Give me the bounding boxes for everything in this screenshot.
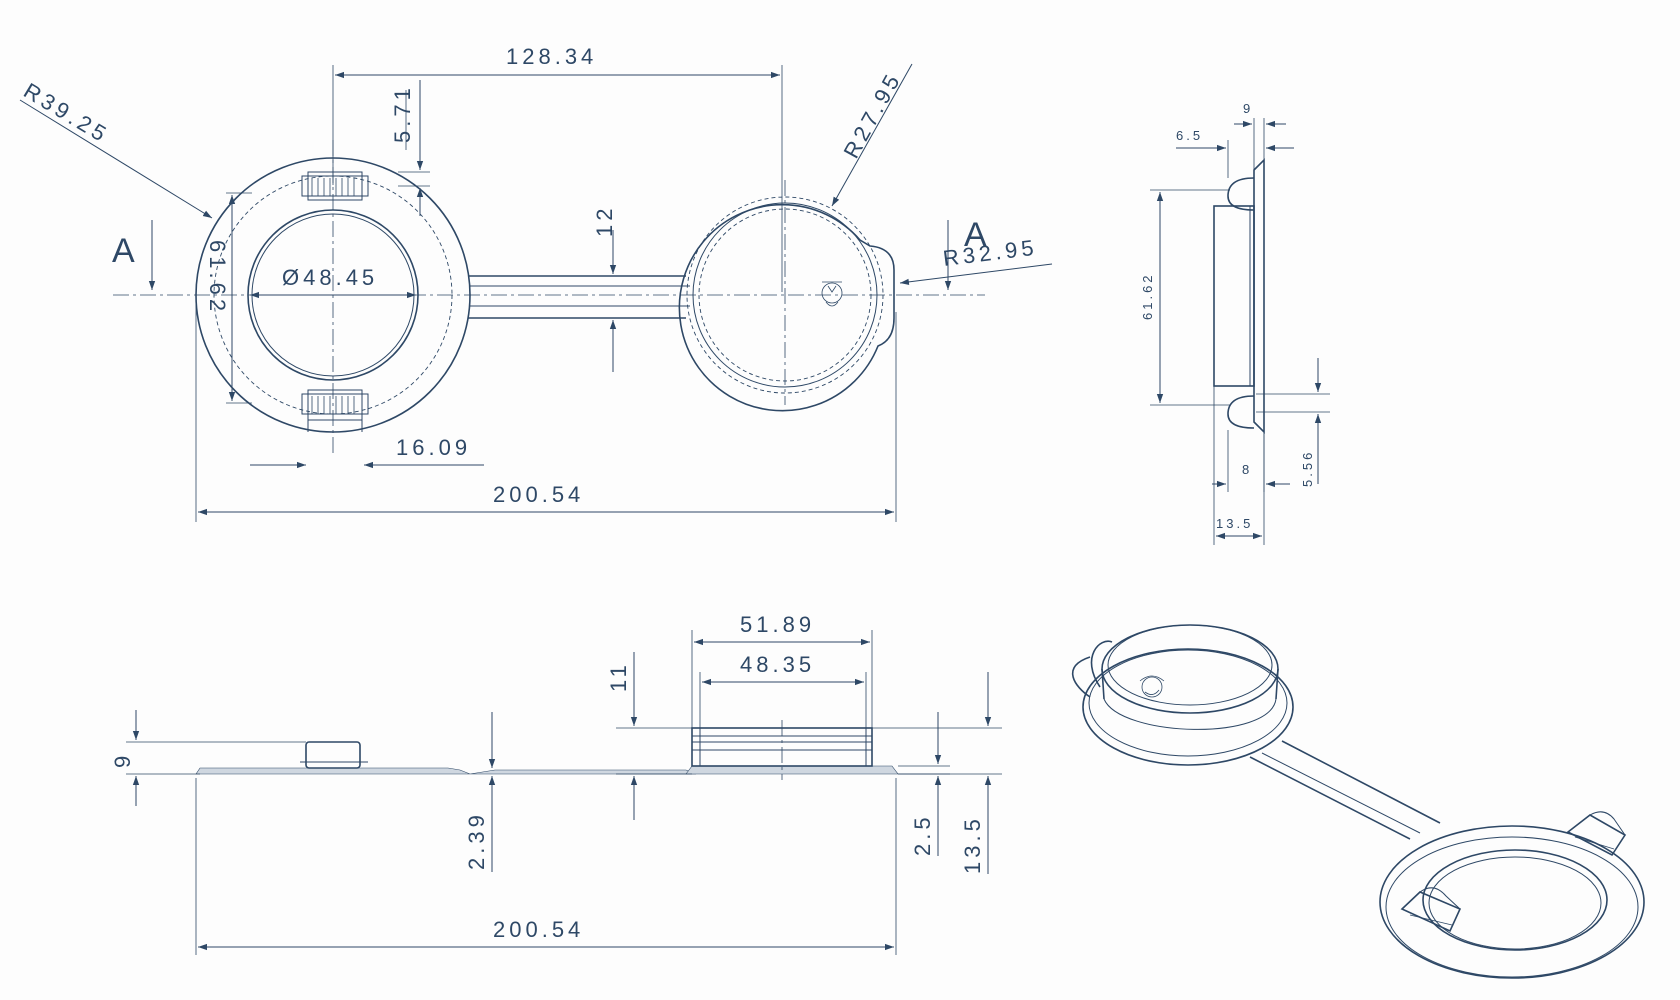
top-clip bbox=[301, 171, 369, 201]
dim-radius-left: R39.25 bbox=[19, 78, 113, 148]
iso-clip-1 bbox=[1566, 811, 1627, 857]
dim-center-distance: 128.34 bbox=[506, 44, 597, 69]
dim-ring-height: 61.62 bbox=[205, 240, 230, 315]
dim-bore-diameter: Ø48.45 bbox=[282, 265, 378, 290]
dim-total-height: 13.5 bbox=[960, 815, 985, 874]
dim-strap-thickness: 2.39 bbox=[464, 811, 489, 870]
section-mark-left: A bbox=[112, 232, 135, 270]
dim-clip-height: 9 bbox=[110, 752, 135, 768]
side-body bbox=[1213, 205, 1255, 387]
side-dim-9: 9 bbox=[1243, 101, 1253, 116]
side-dim-5-56: 5.56 bbox=[1300, 450, 1315, 487]
logo-mark bbox=[821, 281, 843, 307]
strap bbox=[468, 275, 690, 319]
iso-logo bbox=[1139, 675, 1165, 698]
section-mark-right: A bbox=[964, 216, 987, 254]
front-view: 51.89 48.35 9 2.39 11 2.5 13.5 bbox=[110, 612, 1002, 955]
side-clip-bottom bbox=[1227, 395, 1255, 429]
front-left-plate bbox=[195, 767, 471, 775]
cap bbox=[678, 196, 895, 412]
dim-front-overall-length: 200.54 bbox=[493, 917, 584, 942]
side-flange bbox=[1253, 158, 1265, 434]
dim-overall-length: 200.54 bbox=[493, 482, 584, 507]
dim-cap-inner: 48.35 bbox=[740, 652, 815, 677]
side-dim-61-62: 61.62 bbox=[1140, 272, 1155, 320]
side-view: 9 6.5 61.62 5.56 8 13.5 bbox=[1140, 101, 1330, 545]
iso-clip-2 bbox=[1400, 887, 1462, 933]
front-strap bbox=[469, 769, 697, 775]
dim-flange-thickness: 2.5 bbox=[910, 813, 935, 856]
side-dim-6-5: 6.5 bbox=[1176, 128, 1203, 143]
bottom-clip bbox=[301, 389, 369, 432]
dim-radius-tab: R32.95 bbox=[942, 235, 1039, 271]
side-clip-top bbox=[1227, 177, 1255, 211]
iso-strap bbox=[1249, 740, 1441, 840]
front-clip bbox=[305, 741, 361, 769]
side-dim-13-5: 13.5 bbox=[1216, 516, 1253, 531]
isometric-view bbox=[1071, 624, 1645, 979]
top-view: 128.34 200.54 16.09 Ø48.45 61.62 5.71 12… bbox=[19, 44, 1053, 522]
dim-cap-rise: 11 bbox=[606, 661, 631, 692]
dim-clip-offset: 5.71 bbox=[390, 84, 415, 143]
side-dim-8: 8 bbox=[1242, 462, 1252, 477]
dim-strap-width: 12 bbox=[592, 205, 617, 237]
iso-cap bbox=[1071, 624, 1294, 766]
front-cap-plate bbox=[685, 765, 899, 775]
dim-radius-cap: R27.95 bbox=[839, 67, 907, 162]
iso-ring bbox=[1379, 825, 1645, 979]
dim-clip-width: 16.09 bbox=[396, 435, 471, 460]
dim-cap-outer: 51.89 bbox=[740, 612, 815, 637]
